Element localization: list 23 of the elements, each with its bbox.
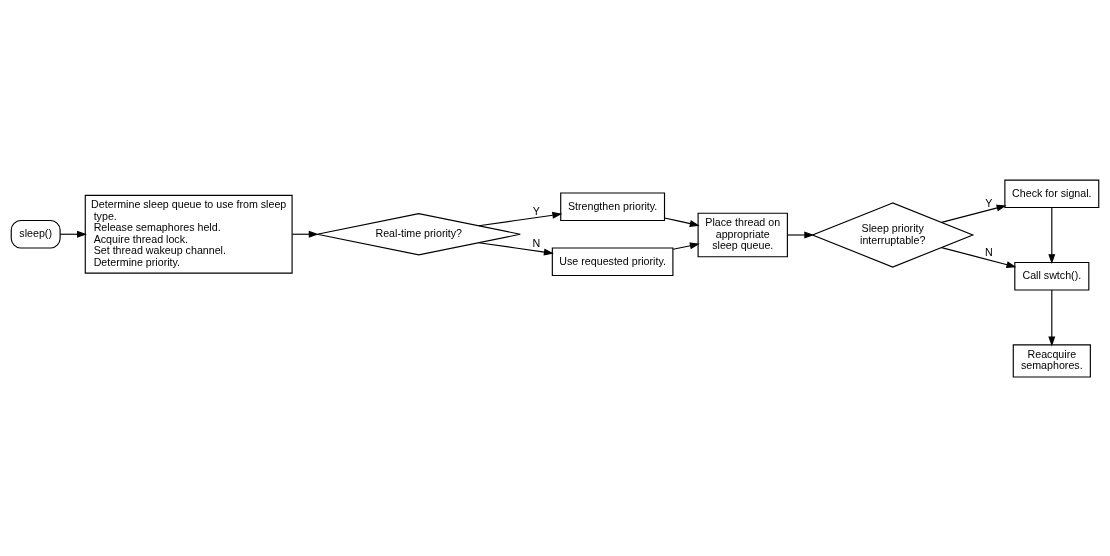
node-box: sleep() <box>10 219 61 249</box>
edge-label: N <box>532 236 541 249</box>
edge-label: Y <box>985 196 993 209</box>
arrow <box>941 204 1007 223</box>
node-diamond: Real-time priority? <box>316 212 521 255</box>
node-box: Call swtch(). <box>1014 261 1090 290</box>
arrow <box>664 216 700 227</box>
edge-label: Y <box>532 204 540 217</box>
arrow <box>672 241 700 250</box>
node-box: Determine sleep queue to use from sleep type. Release semaphores held. Acquire thread lock. Set thread wakeup channel. Determine priority. <box>84 194 293 274</box>
node-diamond: Sleep priority interruptable? <box>811 201 975 268</box>
arrow <box>478 211 563 226</box>
arrow <box>478 241 554 255</box>
arrow <box>1048 206 1056 264</box>
node-box: Place thread on appropriate sleep queue. <box>697 212 788 257</box>
node-box: Check for signal. <box>1004 179 1100 208</box>
edge-label: N <box>985 245 993 258</box>
node-box: Strengthen priority. <box>560 191 666 221</box>
node-box: Use requested priority. <box>551 246 674 276</box>
node-box: Reacquire semaphores. <box>1012 343 1091 377</box>
arrow <box>1048 289 1056 346</box>
arrow <box>941 246 1017 268</box>
arrow <box>786 231 815 238</box>
